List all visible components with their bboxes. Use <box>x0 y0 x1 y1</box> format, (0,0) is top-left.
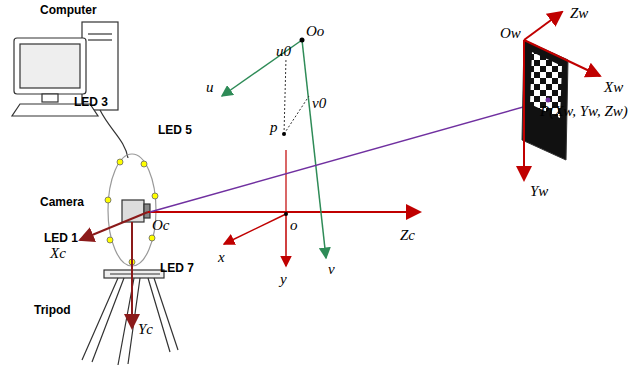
axis-label: Yw <box>530 184 548 199</box>
axis-label: v <box>328 262 335 277</box>
device-label: Tripod <box>34 304 71 316</box>
point-label: p <box>270 120 278 135</box>
cable <box>100 110 128 158</box>
origin-label: o <box>290 218 298 233</box>
point-label: P(Xw, Yw, Zw) <box>540 104 628 119</box>
computer <box>12 22 118 116</box>
camera <box>122 200 150 222</box>
tripod <box>82 270 178 365</box>
led-label: LED 1 <box>44 232 78 244</box>
axis-label: Xw <box>604 80 623 95</box>
axis-label: Zw <box>570 6 588 21</box>
origin-dot <box>300 38 305 43</box>
yw-axis <box>523 40 525 180</box>
origin-label: Oc <box>152 218 170 233</box>
device-label: Camera <box>40 196 84 208</box>
axis-label: y <box>280 272 287 287</box>
coordinate-label: u0 <box>276 44 291 59</box>
v-axis <box>302 40 326 258</box>
zc-axis <box>148 211 420 213</box>
u-axis <box>222 40 302 96</box>
xw-axis <box>524 40 600 76</box>
xc-axis <box>80 212 148 240</box>
led-label: LED 5 <box>158 124 192 136</box>
x-axis <box>224 214 286 244</box>
optical-axis-mark <box>285 150 286 214</box>
yc-axis <box>131 222 133 328</box>
axis-label: Yc <box>138 322 153 337</box>
point-P <box>546 98 551 103</box>
led-label: LED 7 <box>160 262 194 274</box>
projection-ray <box>150 100 548 212</box>
device-label: Computer <box>40 4 97 16</box>
axis-label: Zc <box>400 228 415 243</box>
axis-label: u <box>206 80 214 95</box>
led-label: LED 3 <box>74 96 108 108</box>
zw-axis <box>524 12 562 40</box>
point-p <box>282 132 286 136</box>
point-o <box>284 212 288 216</box>
origin-label: Oo <box>306 24 324 39</box>
coordinate-label: v0 <box>312 96 326 111</box>
origin-label: Ow <box>500 26 521 41</box>
axis-label: Xc <box>50 246 66 261</box>
y-axis <box>285 214 287 266</box>
dotted-projection <box>284 58 309 134</box>
axis-label: x <box>218 250 225 265</box>
